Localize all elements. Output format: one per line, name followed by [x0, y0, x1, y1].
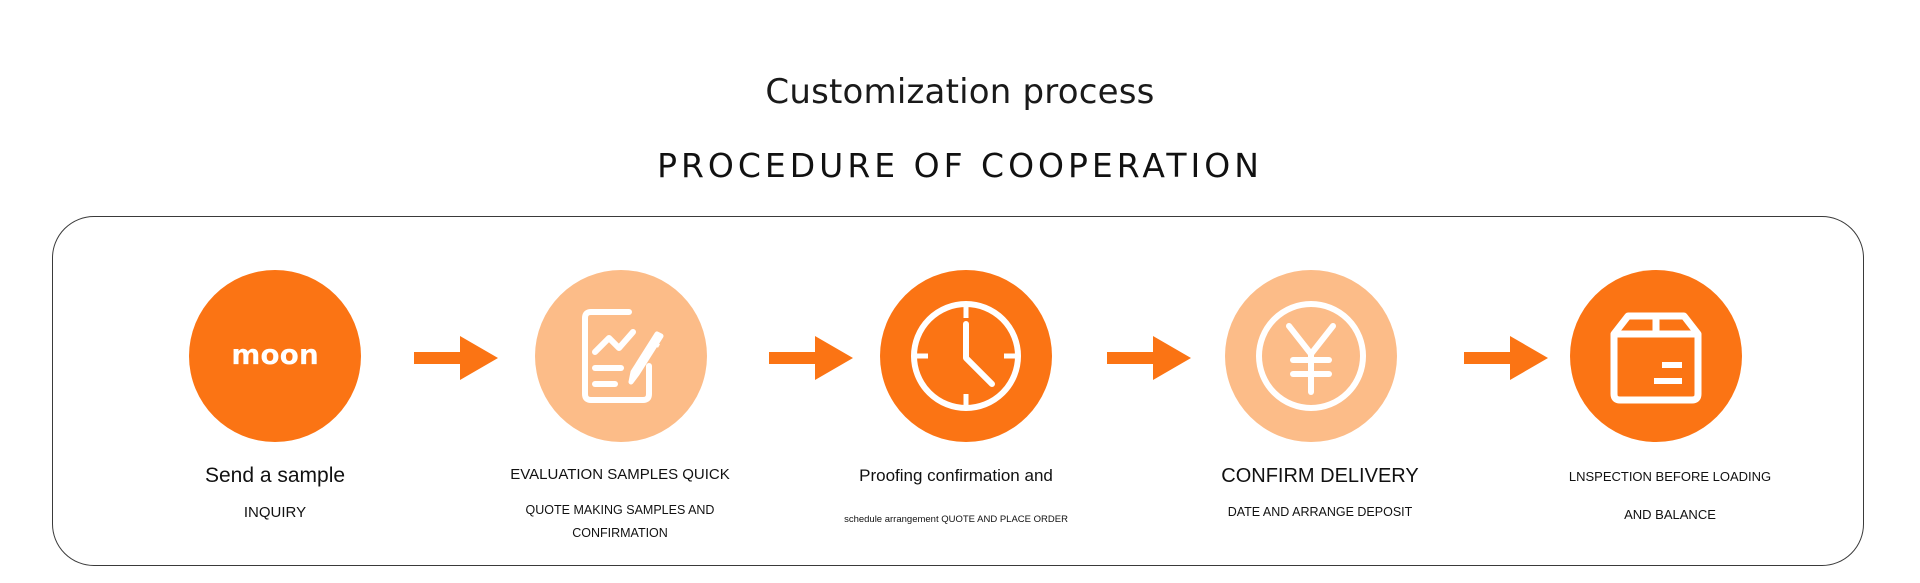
arrow-right-icon	[1464, 336, 1548, 385]
step-5-icon	[1570, 270, 1742, 442]
step-1-logo: moon	[189, 270, 361, 442]
moon-logo-text: moon	[231, 338, 319, 371]
process-panel	[52, 216, 1864, 566]
step-1-title: Send a sample	[204, 464, 346, 487]
step-2-title: EVALUATION SAMPLES QUICK	[510, 466, 730, 483]
package-box-icon	[1610, 312, 1702, 404]
step-2-icon	[535, 270, 707, 442]
step-4-icon	[1225, 270, 1397, 442]
document-chart-pen-icon	[582, 309, 664, 403]
step-3-subtitle: schedule arrangement QUOTE AND PLACE ORD…	[844, 514, 1068, 525]
step-3-title: Proofing confirmation and	[859, 466, 1053, 485]
step-2-subtitle: QUOTE MAKING SAMPLES AND	[525, 503, 715, 517]
arrow-right-icon	[414, 336, 498, 385]
step-3-icon	[880, 270, 1052, 442]
step-5-title: LNSPECTION BEFORE LOADING	[1568, 469, 1772, 484]
page-title: Customization process	[765, 72, 1155, 112]
arrow-right-icon	[1107, 336, 1191, 385]
step-5-subtitle: AND BALANCE	[1624, 507, 1716, 522]
step-2-detail: CONFIRMATION	[572, 526, 668, 540]
clock-icon	[911, 301, 1021, 411]
page-subtitle: PROCEDURE OF COOPERATION	[657, 146, 1263, 185]
arrow-right-icon	[769, 336, 853, 385]
step-4-title: CONFIRM DELIVERY	[1221, 465, 1419, 487]
yen-coin-icon	[1256, 301, 1366, 411]
step-1-subtitle: INQUIRY	[243, 504, 307, 521]
step-4-subtitle: DATE AND ARRANGE DEPOSIT	[1227, 505, 1413, 519]
